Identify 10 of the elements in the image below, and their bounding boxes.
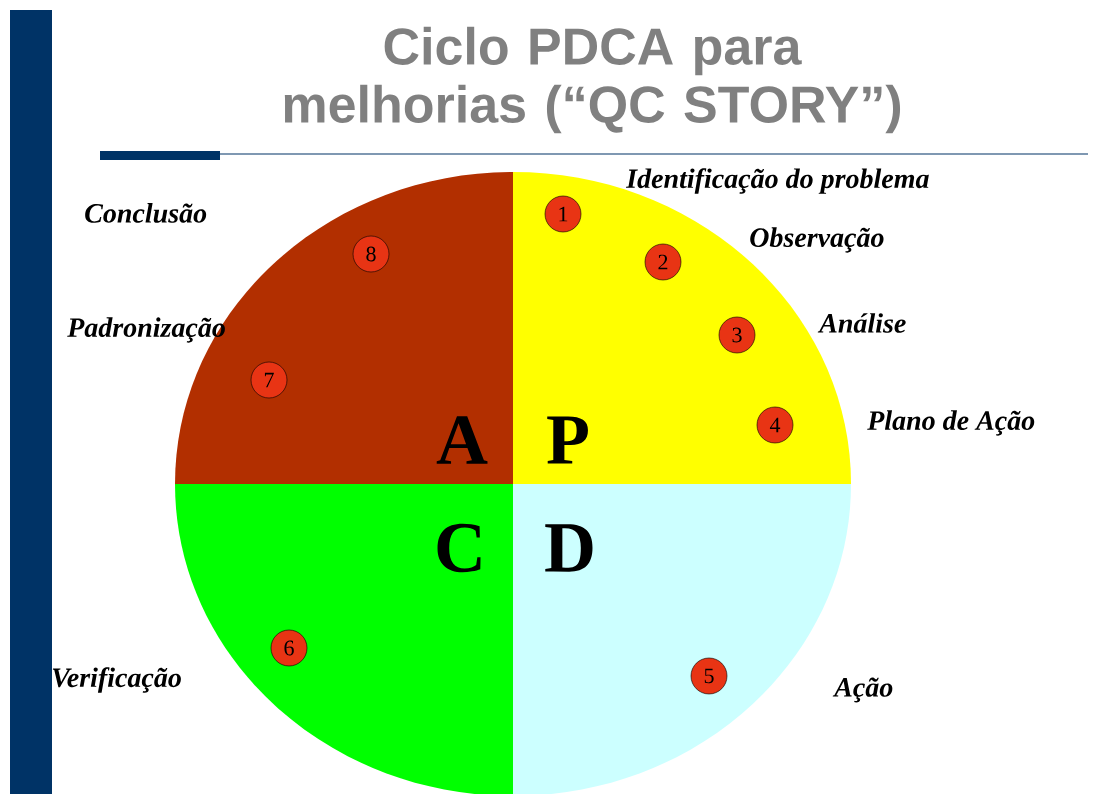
step-number: 5 bbox=[690, 657, 728, 695]
step-number: 6 bbox=[270, 629, 308, 667]
step-number: 8 bbox=[352, 235, 390, 273]
step-number: 7 bbox=[250, 361, 288, 399]
step-label: Plano de Ação bbox=[867, 410, 1035, 436]
title: Ciclo PDCA para melhorias (“QC STORY”) bbox=[284, 26, 901, 134]
step-number: 4 bbox=[756, 406, 794, 444]
step-number: 2 bbox=[644, 243, 682, 281]
step-number: 3 bbox=[718, 316, 756, 354]
step-number: 1 bbox=[544, 195, 582, 233]
